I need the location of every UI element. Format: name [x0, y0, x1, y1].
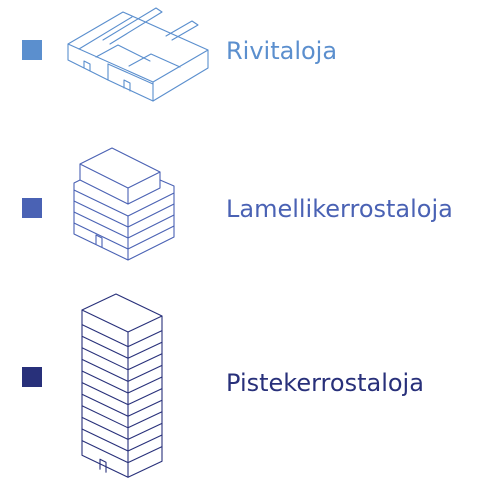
- legend-label-pistekerrostaloja: Pistekerrostaloja: [226, 369, 424, 397]
- point-block-icon: [81, 293, 163, 478]
- legend-label-rivitaloja: Rivitaloja: [226, 37, 338, 65]
- color-swatch-pistekerrostaloja: [22, 367, 42, 387]
- color-swatch-lamellikerrostaloja: [22, 198, 42, 218]
- row-house-icon: [67, 7, 209, 102]
- slab-block-icon: [73, 147, 175, 261]
- color-swatch-rivitaloja: [22, 40, 42, 60]
- legend-label-lamellikerrostaloja: Lamellikerrostaloja: [226, 195, 453, 223]
